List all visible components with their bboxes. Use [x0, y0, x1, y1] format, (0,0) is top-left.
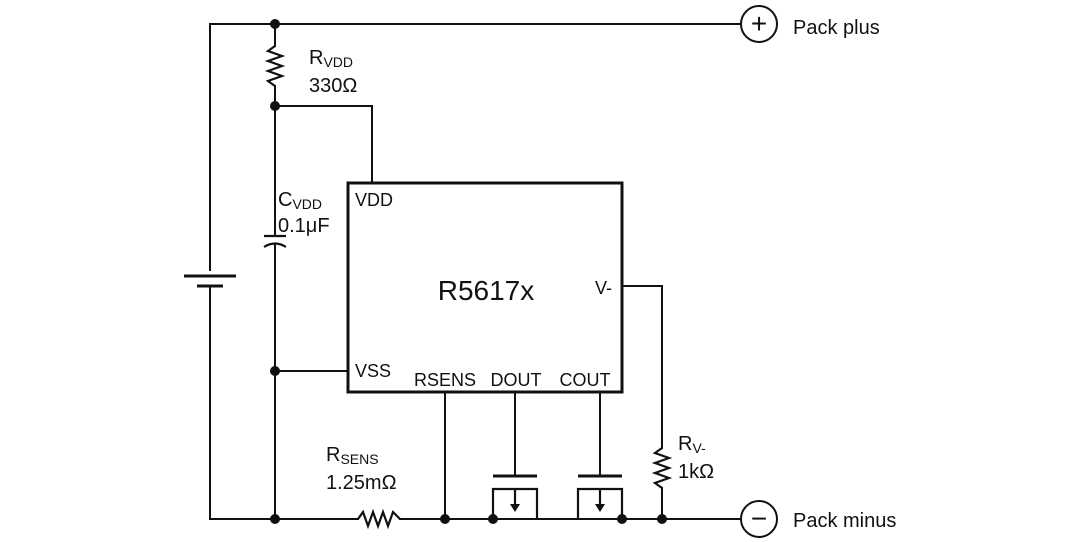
cvdd-label: CVDD: [278, 189, 322, 212]
rv-label: RV-: [678, 433, 706, 456]
pin-dout: DOUT: [491, 370, 542, 390]
rv-resistor: [651, 447, 673, 489]
rsens-value: 1.25mΩ: [326, 472, 397, 494]
rsens-label: RSENS: [326, 444, 379, 467]
pin-vminus: V-: [595, 278, 612, 298]
rvdd-value: 330Ω: [309, 75, 357, 97]
rv-value: 1kΩ: [678, 461, 714, 483]
rvdd-resistor: [264, 45, 286, 87]
cvdd-capacitor: [263, 234, 287, 248]
pack-plus-label: Pack plus: [793, 17, 880, 39]
pin-cout: COUT: [560, 370, 611, 390]
pack-minus-label: Pack minus: [793, 510, 896, 532]
charge-fet: [576, 391, 624, 519]
minus-symbol: −: [751, 503, 767, 534]
plus-symbol: +: [751, 8, 767, 39]
discharge-fet: [491, 391, 539, 519]
rvdd-label: RVDD: [309, 47, 353, 70]
vdd-wire: [274, 105, 373, 184]
rsens-resistor: [357, 508, 401, 530]
pin-rsens: RSENS: [414, 370, 476, 390]
pack-minus-terminal: − Pack minus: [740, 500, 896, 538]
pin-vdd: VDD: [355, 190, 393, 210]
vminus-wire: [621, 285, 663, 520]
battery-symbol: [184, 274, 236, 288]
pack-plus-terminal: + Pack plus: [740, 5, 880, 43]
chip-name: R5617x: [438, 275, 535, 306]
ic-body: [346, 181, 624, 394]
pin-vss: VSS: [355, 361, 391, 381]
junction-dots: [270, 19, 667, 524]
cvdd-value: 0.1μF: [278, 215, 330, 237]
